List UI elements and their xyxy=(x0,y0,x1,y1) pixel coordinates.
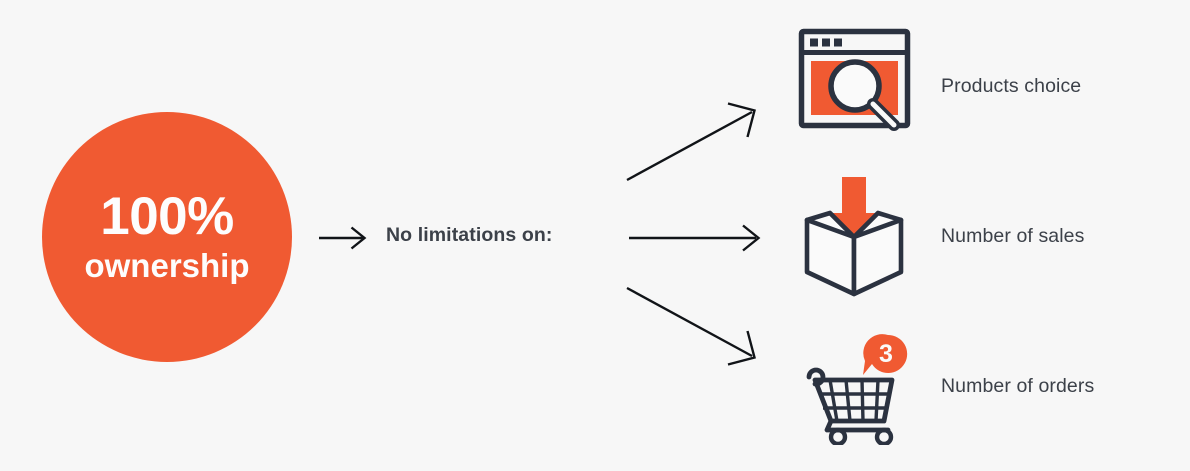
item-label-number-of-sales: Number of sales xyxy=(941,225,1085,247)
shopping-cart-icon: 3 xyxy=(796,333,914,447)
browser-search-icon xyxy=(797,25,912,143)
arrow-branch-up xyxy=(626,102,756,182)
cart-badge-count: 3 xyxy=(879,340,893,368)
item-label-number-of-orders: Number of orders xyxy=(941,375,1095,397)
ownership-label-text: ownership xyxy=(84,246,250,284)
ownership-percent-text: 100% xyxy=(100,187,234,247)
arrow-right-small xyxy=(319,226,367,250)
open-box-download-icon xyxy=(800,175,908,297)
arrow-branch-down xyxy=(626,286,756,366)
ownership-badge: 100% ownership xyxy=(42,112,292,362)
arrow-branch-middle xyxy=(629,224,761,252)
no-limitations-label: No limitations on: xyxy=(386,224,553,246)
item-label-products-choice: Products choice xyxy=(941,75,1082,97)
